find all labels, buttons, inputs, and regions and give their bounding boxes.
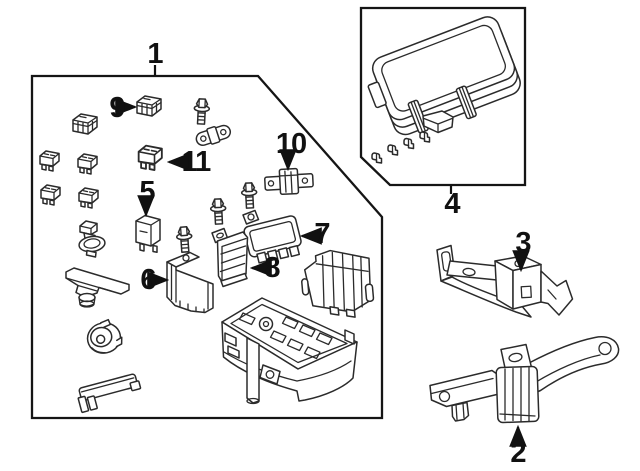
callout-2: 2 <box>510 437 525 469</box>
mini-fuse-2 <box>77 153 98 175</box>
cover-clip-4 <box>371 152 383 164</box>
grommet <box>86 318 123 354</box>
inner-cover <box>301 249 375 318</box>
bolt-left <box>209 197 228 226</box>
callout-1: 1 <box>147 38 163 70</box>
cover-6 <box>166 251 214 314</box>
cover-clip-1 <box>419 131 431 143</box>
fuse-box-cover <box>367 16 521 136</box>
bracket-2 <box>429 336 620 424</box>
callout-5: 5 <box>139 176 155 208</box>
flat-bracket <box>65 267 130 308</box>
cover-clip-2 <box>403 137 415 150</box>
callout-6: 6 <box>140 264 156 296</box>
callout-7: 7 <box>314 218 329 250</box>
callout-3: 3 <box>515 227 531 259</box>
module-7 <box>242 209 302 264</box>
mini-fuse-4 <box>78 187 99 209</box>
mini-fuse-1 <box>39 150 60 172</box>
mini-fuse-3 <box>40 184 61 206</box>
corner-cap <box>422 110 454 134</box>
callout-4: 4 <box>444 188 460 220</box>
callout-8: 8 <box>264 252 280 284</box>
fusible-link-holder-10 <box>264 167 314 196</box>
group-4-boundary <box>359 6 527 187</box>
cover-clip-3 <box>387 144 399 156</box>
callout-10: 10 <box>276 128 306 160</box>
group-1-boundary <box>30 74 384 420</box>
sensor-connector <box>78 220 106 258</box>
relay-5 <box>135 214 161 253</box>
blade-fuse-11 <box>137 144 163 171</box>
bracket-8 <box>211 227 249 288</box>
cartridge-fuse-9 <box>136 95 162 117</box>
fuse-box-body <box>221 297 358 405</box>
bolt-right <box>240 181 259 210</box>
bracket-3 <box>436 244 574 318</box>
cartridge-fuse-large <box>72 113 98 135</box>
callout-11: 11 <box>182 146 212 178</box>
bolt-top <box>192 97 211 126</box>
bracket-handle <box>77 373 142 414</box>
bolt-mid <box>175 225 194 254</box>
callout-9: 9 <box>109 92 125 124</box>
fusible-link <box>195 124 232 147</box>
